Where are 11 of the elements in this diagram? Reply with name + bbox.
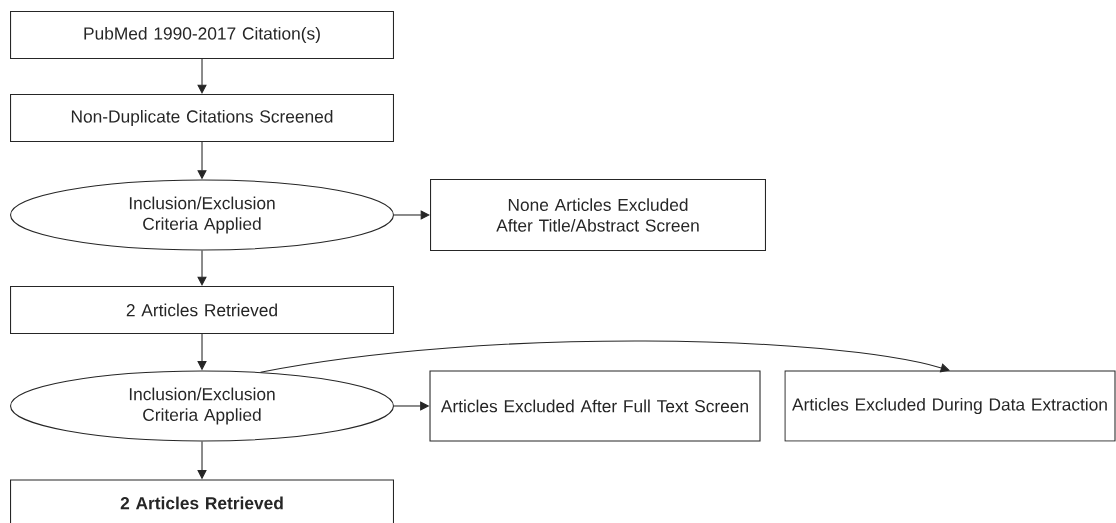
process-box: 2 Articles Retrieved xyxy=(10,286,394,334)
process-box: Non-Duplicate Citations Screened xyxy=(10,94,394,142)
arrow xyxy=(260,340,950,373)
process-box: Articles Excluded After Full Text Screen xyxy=(429,370,761,442)
process-box: PubMed 1990-2017 Citation(s) xyxy=(10,11,394,59)
arrow xyxy=(393,210,430,220)
process-box: Articles Excluded During Data Extraction xyxy=(784,370,1116,442)
process-box: None Articles Excluded After Title/Abstract Screen xyxy=(430,179,766,251)
arrow xyxy=(197,250,207,286)
process-box: 2 Articles Retrieved xyxy=(10,479,394,523)
arrow xyxy=(197,58,207,94)
